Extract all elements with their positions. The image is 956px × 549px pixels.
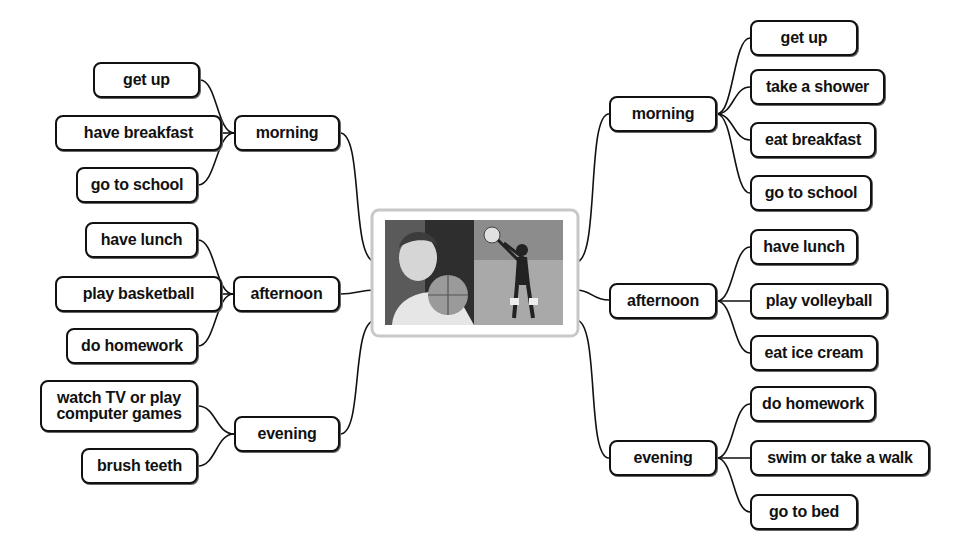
node-label: watch TV or play computer games	[45, 390, 193, 423]
branch-connector	[717, 301, 750, 353]
activity-box: play basketball	[55, 276, 222, 312]
player-arms	[498, 240, 526, 260]
activity-box: go to school	[750, 175, 872, 211]
ball-seams	[428, 275, 468, 315]
activity-box: get up	[750, 20, 858, 56]
center-photo-frame	[372, 210, 578, 336]
node-label: evening	[633, 450, 692, 466]
branch-connector	[717, 38, 750, 114]
node-label: morning	[632, 106, 695, 122]
branch-connector	[717, 114, 750, 193]
branch-connector	[198, 406, 234, 434]
branch-connector	[717, 247, 750, 301]
boy-hair	[399, 232, 438, 248]
node-label: do homework	[81, 338, 183, 354]
activity-box: have breakfast	[55, 115, 222, 151]
branch-line	[340, 320, 376, 434]
activity-box: play volleyball	[750, 283, 888, 319]
time-box: afternoon	[233, 276, 340, 312]
branch-connector	[717, 404, 750, 458]
node-label: go to school	[91, 177, 184, 193]
activity-box: do homework	[750, 386, 876, 422]
time-box: evening	[609, 440, 717, 476]
branch-line	[576, 290, 609, 300]
node-label: afternoon	[627, 293, 699, 309]
branch-line	[576, 114, 609, 262]
node-label: have lunch	[763, 239, 845, 255]
node-label: do homework	[762, 396, 864, 412]
node-label: take a shower	[766, 79, 869, 95]
knee-pad	[510, 298, 519, 305]
node-label: go to bed	[769, 504, 839, 520]
activity-box: eat ice cream	[750, 335, 878, 371]
boy-photo	[385, 220, 474, 325]
photo-frame	[372, 210, 578, 336]
node-label: play basketball	[83, 286, 195, 302]
node-label: brush teeth	[97, 458, 182, 474]
branch-connector	[198, 434, 234, 466]
branch-connector	[717, 458, 750, 512]
node-label: play volleyball	[766, 293, 872, 309]
activity-box: eat breakfast	[750, 122, 876, 158]
node-label: get up	[781, 30, 828, 46]
branch-connector	[717, 300, 750, 302]
activity-box: watch TV or play computer games	[40, 380, 198, 432]
node-label: have breakfast	[84, 125, 193, 141]
activity-box: have lunch	[750, 229, 858, 265]
node-label: go to school	[765, 185, 858, 201]
node-label: get up	[123, 72, 170, 88]
activity-box: go to school	[76, 167, 198, 203]
activity-box: swim or take a walk	[750, 440, 930, 476]
time-box: morning	[609, 96, 717, 132]
activity-box: take a shower	[750, 69, 885, 105]
node-label: eat breakfast	[765, 132, 861, 148]
photo-wall	[474, 220, 563, 260]
node-label: afternoon	[251, 286, 323, 302]
branch-connector	[717, 457, 750, 459]
activity-box: get up	[93, 62, 200, 98]
time-box: evening	[234, 416, 340, 452]
time-box: morning	[234, 115, 340, 151]
node-label: morning	[256, 125, 319, 141]
volleyball-photo	[474, 220, 563, 325]
activity-box: have lunch	[85, 222, 198, 258]
activity-box: do homework	[66, 328, 198, 364]
knee-pad	[529, 298, 538, 305]
activity-box: brush teeth	[81, 448, 198, 484]
basketball	[428, 275, 468, 315]
activity-box: go to bed	[750, 494, 858, 530]
node-label: swim or take a walk	[767, 450, 913, 466]
branch-connector	[717, 87, 750, 114]
node-label: have lunch	[101, 232, 183, 248]
node-label: eat ice cream	[765, 345, 864, 361]
node-label: evening	[257, 426, 316, 442]
player-body	[515, 257, 530, 285]
time-box: afternoon	[609, 283, 717, 319]
branch-line	[576, 320, 609, 458]
